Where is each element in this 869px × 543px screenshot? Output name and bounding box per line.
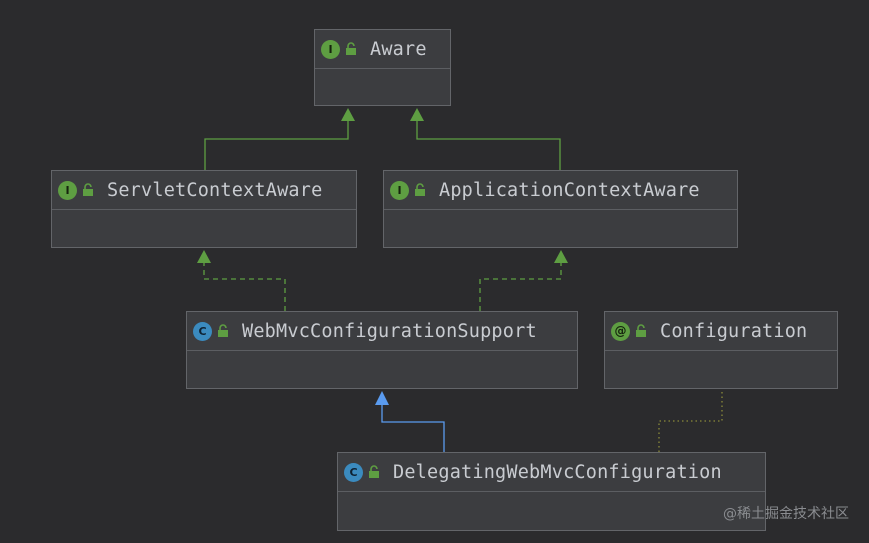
class-icon: C (193, 321, 212, 341)
unlocked-icon (346, 42, 356, 55)
unlocked-icon (218, 324, 228, 337)
interface-icon: I (58, 180, 77, 200)
edge-servlet-aware (204, 120, 349, 170)
node-delegating-web-mvc-configuration[interactable]: C DelegatingWebMvcConfiguration (337, 452, 766, 531)
unlocked-icon (83, 183, 93, 196)
node-name: WebMvcConfigurationSupport (242, 320, 537, 342)
node-header: I ApplicationContextAware (384, 171, 737, 210)
node-header: I ServletContextAware (52, 171, 356, 210)
arrowhead-webmvc-appctx (554, 250, 568, 263)
unlocked-icon (636, 324, 646, 337)
edge-webmvc-appctx (479, 262, 562, 311)
node-name: Configuration (660, 320, 808, 342)
unlocked-icon (369, 465, 379, 478)
edge-delegating-config (658, 391, 723, 452)
edge-delegating-webmvc (381, 404, 445, 452)
annotation-icon: @ (611, 321, 630, 341)
arrowhead-webmvc-servlet (197, 250, 211, 263)
node-configuration[interactable]: @ Configuration (604, 311, 838, 389)
class-icon: C (344, 462, 363, 482)
node-application-context-aware[interactable]: I ApplicationContextAware (383, 170, 738, 248)
unlocked-icon (415, 183, 425, 196)
node-header: C DelegatingWebMvcConfiguration (338, 453, 765, 492)
arrowhead-delegating-webmvc (375, 391, 389, 405)
edge-appctx-aware (416, 120, 561, 170)
node-aware[interactable]: I Aware (314, 29, 451, 106)
arrowhead-appctx-aware (410, 108, 424, 121)
node-header: @ Configuration (605, 312, 837, 351)
node-name: Aware (370, 38, 427, 60)
node-name: ApplicationContextAware (439, 179, 700, 201)
node-servlet-context-aware[interactable]: I ServletContextAware (51, 170, 357, 248)
node-name: DelegatingWebMvcConfiguration (393, 461, 722, 483)
node-header: C WebMvcConfigurationSupport (187, 312, 577, 351)
arrowhead-servlet-aware (341, 108, 355, 121)
node-header: I Aware (315, 30, 450, 69)
interface-icon: I (390, 180, 409, 200)
watermark: @稀土掘金技术社区 (723, 506, 849, 522)
interface-icon: I (321, 39, 340, 59)
node-name: ServletContextAware (107, 179, 323, 201)
edge-webmvc-servlet (203, 262, 286, 311)
node-web-mvc-configuration-support[interactable]: C WebMvcConfigurationSupport (186, 311, 578, 389)
